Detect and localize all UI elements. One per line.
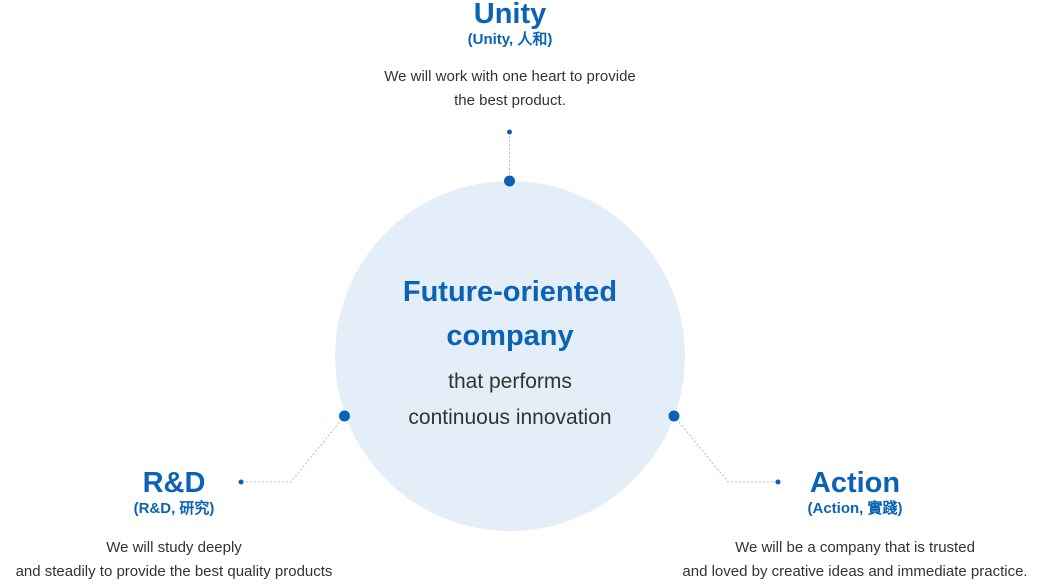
- center-sub-line2: continuous innovation: [408, 406, 612, 429]
- rd-connector-node-dot: [339, 410, 350, 422]
- center-text: Future-oriented company that performs co…: [335, 270, 685, 436]
- center-sub-line1: that performs: [448, 370, 572, 393]
- unity-description: We will work with one heart to provide t…: [330, 65, 690, 113]
- rd-subtitle: (R&D, 研究): [133, 500, 215, 517]
- center-title-line2: company: [446, 320, 574, 352]
- rd-node: R&D (R&D, 研究) We will study deeply and s…: [0, 467, 348, 584]
- action-node: Action (Action, 實踐) We will be a company…: [668, 467, 1042, 584]
- unity-desc-line1: We will work with one heart to provide: [384, 68, 636, 85]
- rd-connector-end-dot: [238, 479, 244, 485]
- rd-description: We will study deeply and steadily to pro…: [0, 536, 348, 584]
- rd-desc-line1: We will study deeply: [106, 539, 242, 556]
- action-subtitle: (Action, 實踐): [807, 500, 903, 517]
- unity-title: Unity: [473, 0, 547, 30]
- unity-connector-end-dot: [507, 129, 512, 135]
- rd-title: R&D: [142, 467, 206, 499]
- rd-connector-line: [241, 415, 345, 483]
- center-circle: [335, 181, 685, 531]
- action-connector-line: [673, 415, 778, 483]
- unity-desc-line2: the best product.: [454, 92, 566, 109]
- action-title: Action: [809, 467, 901, 499]
- unity-subtitle: (Unity, 人和): [467, 31, 553, 48]
- action-desc-line1: We will be a company that is trusted: [735, 539, 975, 556]
- unity-connector-node-dot: [504, 175, 515, 187]
- center-title-line1: Future-oriented: [402, 276, 618, 308]
- center-subtitle: that performs continuous innovation: [335, 364, 685, 436]
- unity-node: Unity (Unity, 人和) We will work with one …: [330, 0, 690, 113]
- action-connector-end-dot: [775, 479, 781, 485]
- action-connector-node-dot: [668, 410, 680, 422]
- rd-desc-line2: and steadily to provide the best quality…: [15, 563, 333, 580]
- action-desc-line2: and loved by creative ideas and immediat…: [682, 563, 1028, 580]
- center-title: Future-oriented company: [335, 270, 685, 358]
- action-description: We will be a company that is trusted and…: [668, 536, 1042, 584]
